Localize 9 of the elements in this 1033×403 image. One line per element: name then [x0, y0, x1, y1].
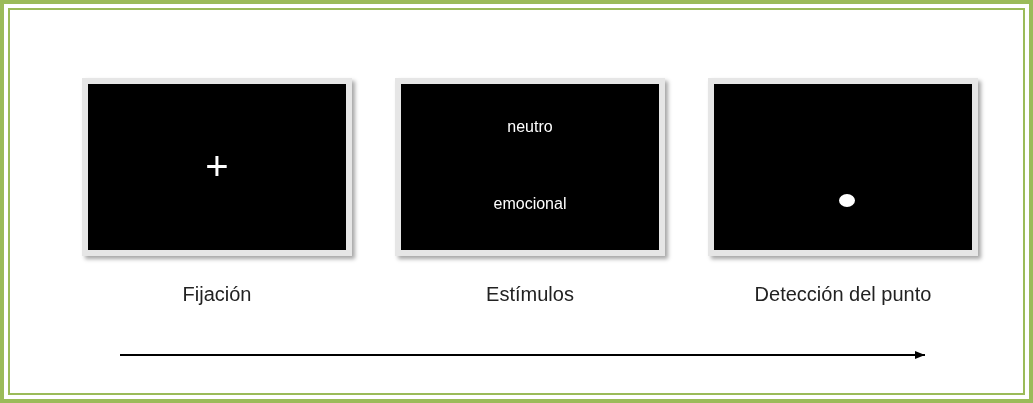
stimulus-word: emocional — [492, 194, 568, 214]
step-caption: Fijación — [181, 282, 253, 306]
step-caption: Estímulos — [485, 282, 575, 306]
screen — [708, 78, 978, 256]
fixation-cross: + — [204, 146, 230, 186]
screen — [82, 78, 352, 256]
stimulus-word: neutro — [506, 117, 554, 137]
screen — [395, 78, 665, 256]
step-caption: Detección del punto — [753, 282, 933, 306]
